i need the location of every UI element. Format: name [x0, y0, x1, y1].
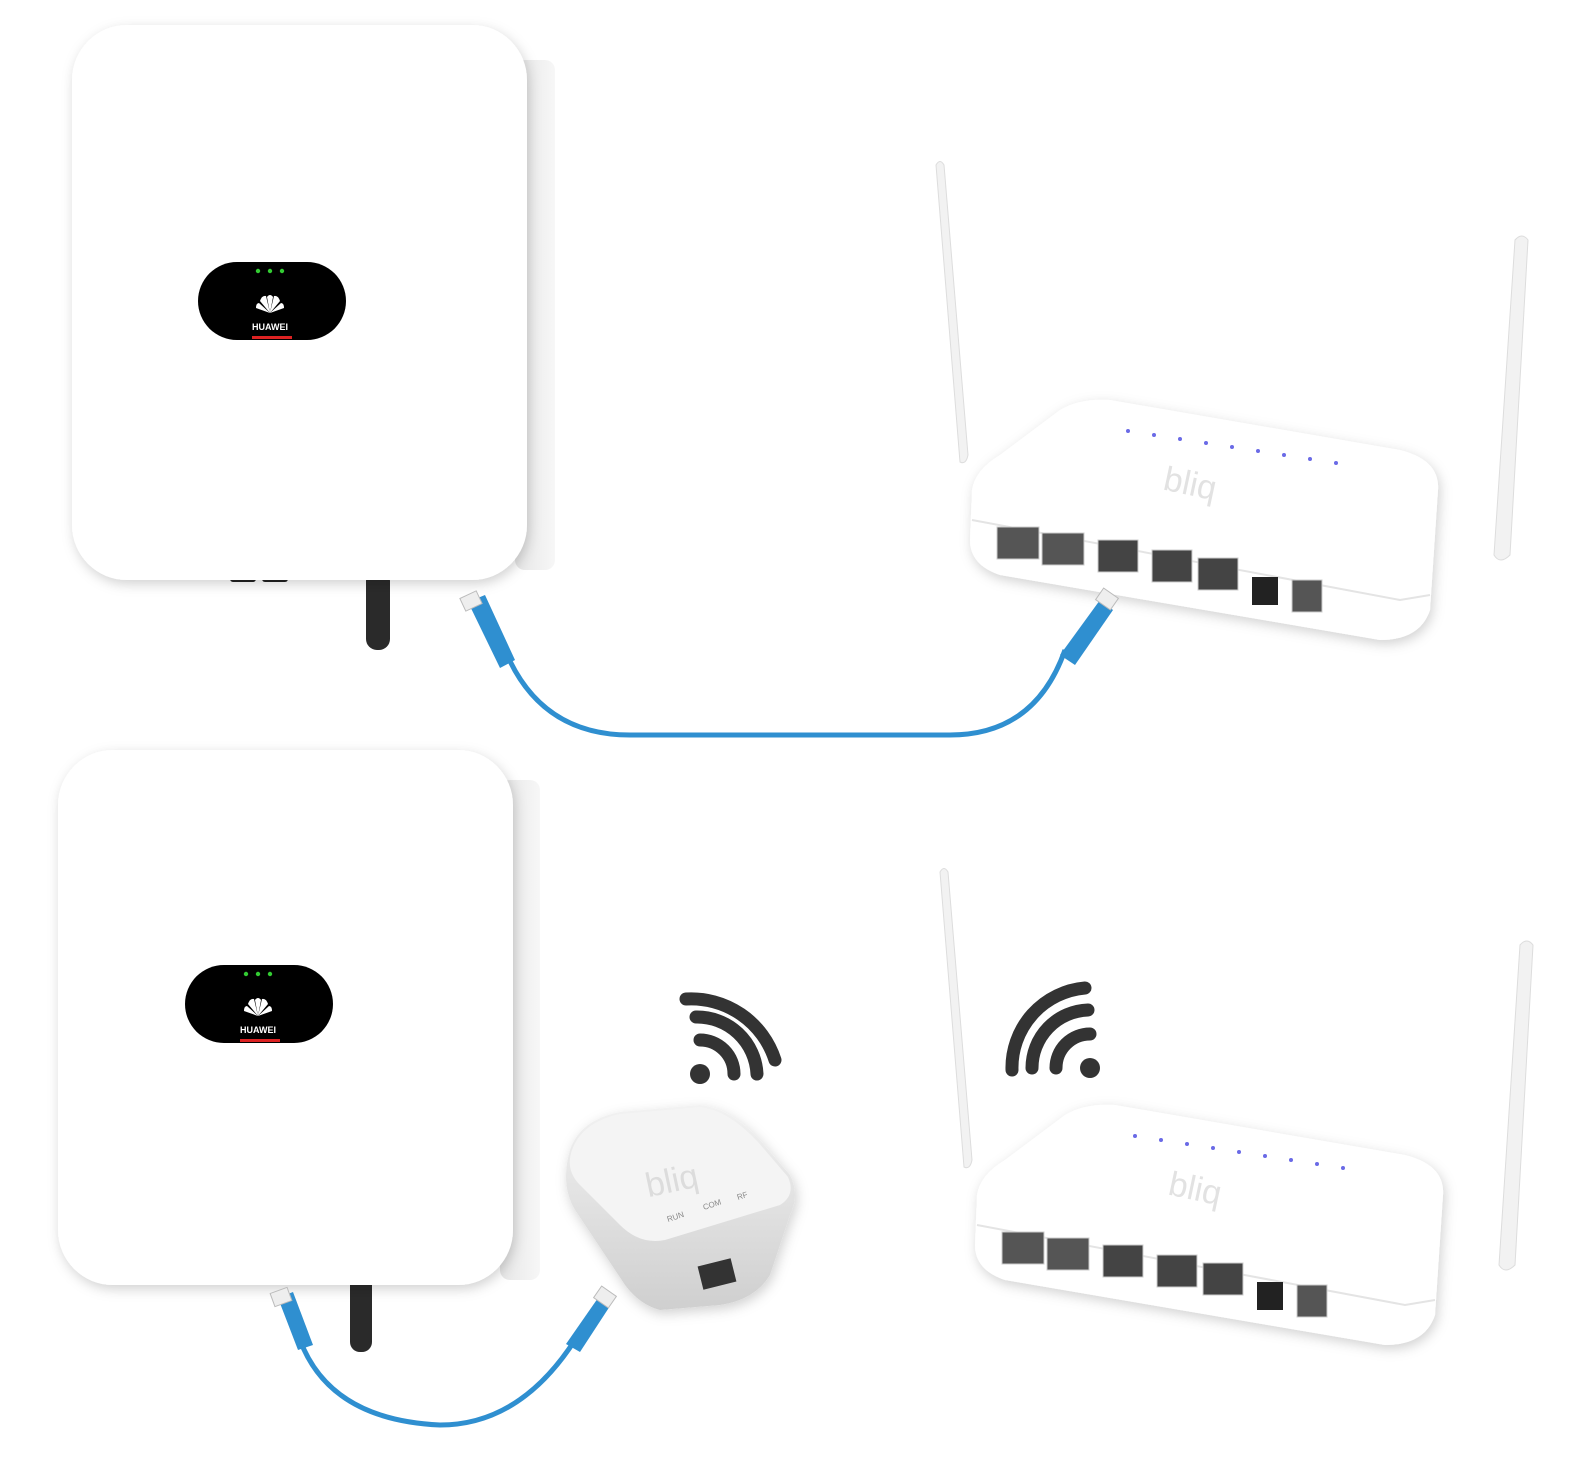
dongle-ethernet-port — [697, 1258, 737, 1290]
router-ports — [1001, 1231, 1328, 1318]
router-status-leds — [1126, 429, 1338, 465]
router-antenna-left — [939, 868, 973, 1169]
wifi-signal-icon — [679, 992, 782, 1084]
wifi-signal-icon — [1005, 981, 1100, 1078]
router-ports — [996, 526, 1323, 613]
dongle-led-rf: RF — [736, 1190, 749, 1202]
router-top: bliq — [935, 161, 1529, 640]
router-body — [975, 1104, 1444, 1345]
router-body — [970, 399, 1439, 640]
rj45-connector-icon — [459, 590, 515, 668]
huawei-logo-icon — [256, 295, 284, 313]
ethernet-cable-top — [459, 587, 1120, 738]
router-bottom: bliq — [939, 868, 1534, 1345]
inverter-brand-label: HUAWEI — [252, 322, 288, 332]
inverter-antenna — [366, 570, 390, 650]
inverter-display: HUAWEI — [185, 965, 333, 1043]
rj45-connector-icon — [1060, 587, 1120, 665]
inverter-brand-label: HUAWEI — [240, 1025, 276, 1035]
router-antenna-right — [1498, 940, 1534, 1271]
inverter-display: HUAWEI — [198, 262, 346, 340]
router-antenna-left — [935, 161, 969, 464]
inverter-top: HUAWEI — [72, 25, 555, 650]
rj45-connector-icon — [269, 1286, 313, 1350]
inverter-bottom: HUAWEI — [58, 750, 540, 1352]
rj45-connector-icon — [566, 1285, 618, 1352]
ethernet-cable-bottom — [269, 1285, 618, 1428]
router-antenna-right — [1493, 235, 1529, 561]
router-status-leds — [1133, 1134, 1345, 1170]
bliq-dongle: bliq RUN COM RF — [566, 1105, 795, 1310]
huawei-logo-icon — [244, 998, 272, 1016]
inverter-antenna — [350, 1272, 372, 1352]
